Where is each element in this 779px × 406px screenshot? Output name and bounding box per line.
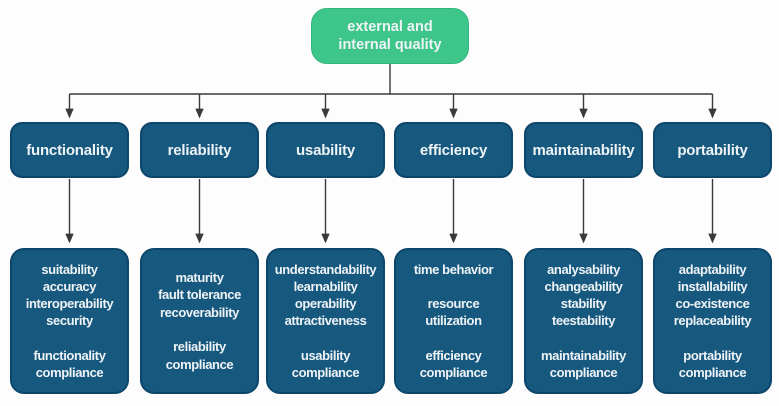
subquality-node-portability: adaptability installability co-existence… bbox=[653, 248, 772, 394]
root-node-external-internal-quality: external and internal quality bbox=[311, 8, 469, 64]
quality-node-efficiency: efficiency bbox=[394, 122, 513, 178]
subquality-node-reliability: maturity fault tolerance recoverability … bbox=[140, 248, 259, 394]
quality-node-usability: usability bbox=[266, 122, 385, 178]
subquality-node-usability: understandability learnability operabili… bbox=[266, 248, 385, 394]
subquality-node-functionality: suitability accuracy interoperability se… bbox=[10, 248, 129, 394]
subquality-node-maintainability: analysability changeability stability te… bbox=[524, 248, 643, 394]
quality-node-reliability: reliability bbox=[140, 122, 259, 178]
quality-node-functionality: functionality bbox=[10, 122, 129, 178]
quality-node-maintainability: maintainability bbox=[524, 122, 643, 178]
subquality-node-efficiency: time behavior resource utilization effic… bbox=[394, 248, 513, 394]
quality-node-portability: portability bbox=[653, 122, 772, 178]
